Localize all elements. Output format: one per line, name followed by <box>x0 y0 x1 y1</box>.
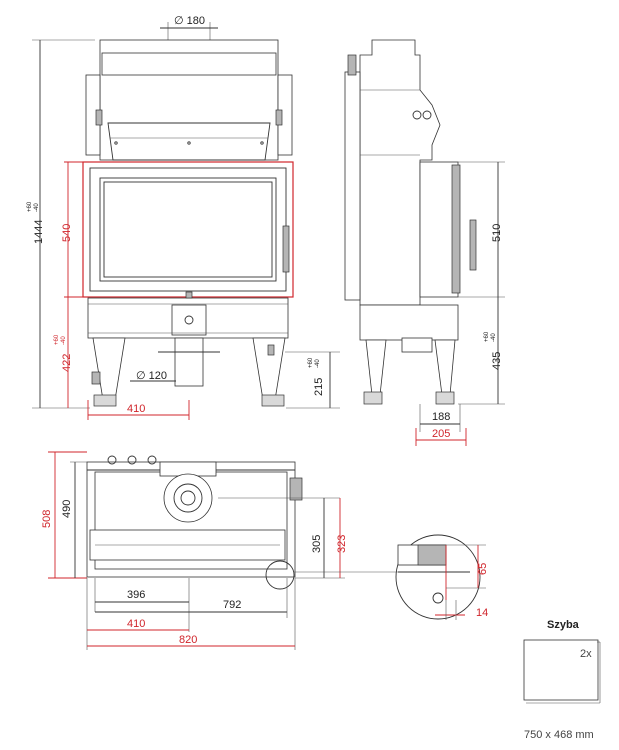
side-depth-body-label: 188 <box>432 411 450 423</box>
base-height-tol-lower: -40 <box>61 336 67 345</box>
door-height-label: 540 <box>61 224 73 242</box>
side-door-height-label: 510 <box>491 224 503 242</box>
glass-count: 2x <box>580 648 592 660</box>
half-width-label: 410 <box>127 403 145 415</box>
side-base-height-tol-lower: -40 <box>491 333 497 342</box>
side-base-height-tol-upper: +60 <box>484 331 490 342</box>
top-depth-body-label: 490 <box>61 500 73 518</box>
top-depth-total-label: 508 <box>41 510 53 528</box>
top-view: 508 490 305 323 396 792 410 820 <box>41 451 348 650</box>
base-height-label: 422 <box>61 354 73 372</box>
flue-diameter-label: ∅ 180 <box>174 15 205 27</box>
total-height-tol-upper: +60 <box>27 201 33 212</box>
detail-view: 65 14 <box>294 534 489 620</box>
detail-height-label: 65 <box>477 563 489 575</box>
detail-width-label: 14 <box>476 607 488 619</box>
total-height-tol-lower: -40 <box>34 203 40 212</box>
top-half-width-total-label: 410 <box>127 618 145 630</box>
side-depth-total-label: 205 <box>432 428 450 440</box>
glass-title: Szyba <box>547 619 580 631</box>
leg-height-label: 215 <box>313 378 325 396</box>
glass-size: 750 x 468 mm <box>524 729 594 741</box>
top-width-body-label: 792 <box>223 599 241 611</box>
top-half-width-body-label: 396 <box>127 589 145 601</box>
base-height-tol-upper: +60 <box>54 334 60 345</box>
side-view: 510 435 +60 -40 188 205 <box>344 39 505 446</box>
top-outlet-offset-a-label: 305 <box>311 535 323 553</box>
side-base-height-label: 435 <box>491 352 503 370</box>
top-outlet-offset-b-label: 323 <box>336 535 348 553</box>
leg-height-tol-upper: +60 <box>308 357 314 368</box>
front-view: ∅ 180 ∅ 120 <box>27 15 340 420</box>
total-height-label: 1444 <box>33 220 45 244</box>
top-width-total-label: 820 <box>179 634 197 646</box>
leg-height-tol-lower: -40 <box>315 359 321 368</box>
glass-spec: Szyba 2x 750 x 468 mm <box>523 619 601 741</box>
air-inlet-diameter-label: ∅ 120 <box>136 370 167 382</box>
